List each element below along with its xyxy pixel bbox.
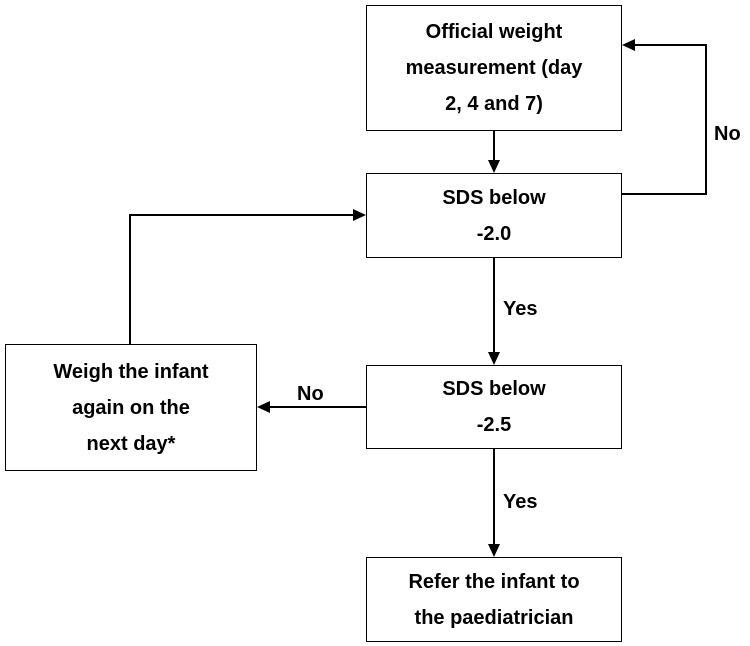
arrowhead-down [488, 544, 500, 557]
arrowhead-left [257, 401, 270, 413]
connector-sds20-no-return [634, 44, 707, 46]
edge-label-no: No [297, 383, 324, 405]
arrowhead-left [622, 39, 635, 51]
node-line: Official weight [425, 21, 563, 43]
connector-sds20-yes [493, 258, 495, 353]
arrowhead-down [488, 160, 500, 173]
node-line: next day* [86, 432, 176, 455]
weigh-again-box: Weigh the infant again on the next day* [5, 344, 257, 471]
node-line: Refer the infant to [408, 570, 580, 593]
refer-paediatrician-box: Refer the infant to the paediatrician [366, 557, 622, 642]
connector-sds20-no-vertical [705, 44, 707, 195]
connector-sds25-yes [493, 449, 495, 545]
connector-sds20-no-horizontal [622, 193, 707, 195]
connector-measure-to-sds20 [493, 131, 495, 161]
arrowhead-right [353, 209, 366, 221]
node-line: -2.5 [476, 414, 512, 436]
node-line: -2.0 [476, 222, 512, 245]
node-line: SDS below [442, 378, 546, 400]
edge-label-yes: Yes [503, 298, 538, 320]
sds-below-2-5-box: SDS below -2.5 [366, 365, 622, 449]
connector-sds25-no [270, 406, 366, 408]
node-line: the paediatrician [414, 606, 574, 629]
official-weight-measurement-box: Official weight measurement (day 2, 4 an… [366, 5, 622, 131]
arrowhead-down [488, 352, 500, 365]
edge-label-no: No [714, 123, 741, 145]
node-line: Weigh the infant [53, 360, 209, 383]
node-line: measurement (day [405, 57, 583, 79]
connector-weigh-again-up [129, 214, 131, 344]
sds-below-2-0-box: SDS below -2.0 [366, 173, 622, 258]
node-line: SDS below [442, 186, 546, 209]
edge-label-yes: Yes [503, 491, 538, 513]
node-line: 2, 4 and 7) [445, 93, 543, 115]
connector-weigh-again-across [129, 214, 354, 216]
node-line: again on the [72, 396, 190, 419]
